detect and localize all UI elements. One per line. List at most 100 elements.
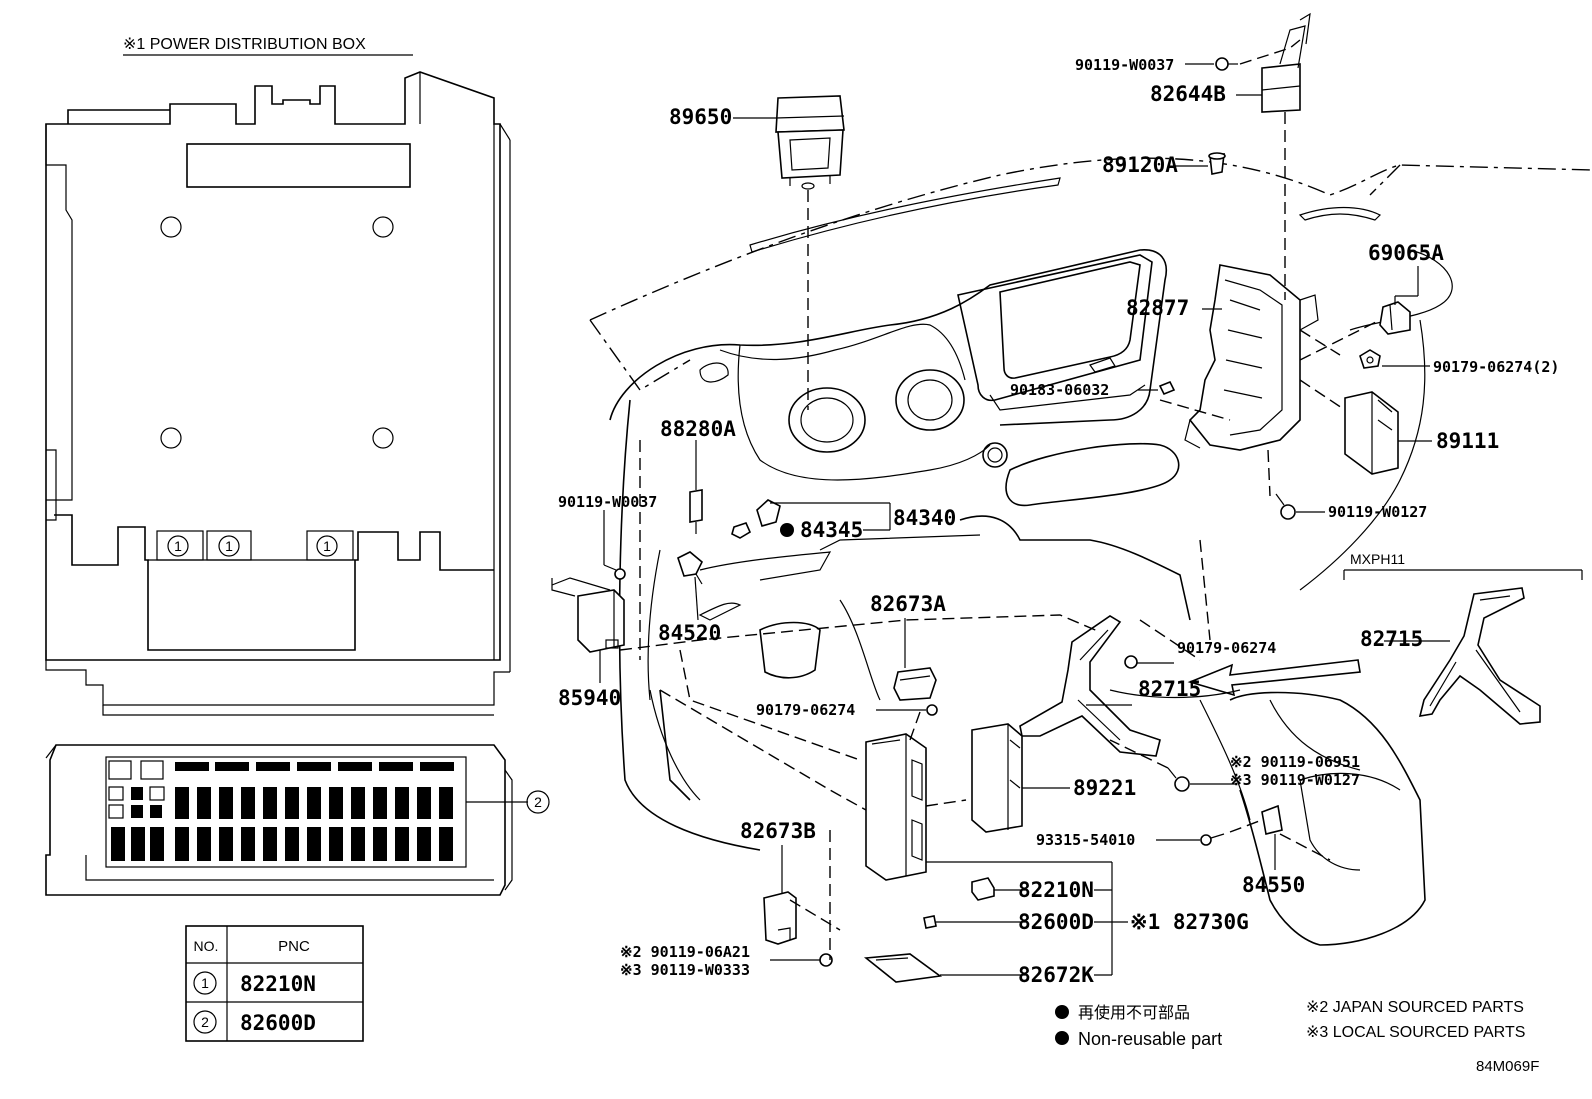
part-82715-mid: [1019, 615, 1161, 757]
fuse-cell: [307, 787, 321, 819]
box-left-clip: [46, 449, 57, 521]
figure-code: 84M069F: [1476, 1058, 1539, 1075]
table-header-no: NO.: [194, 938, 219, 954]
fuse-cell: [285, 827, 299, 861]
mount-hole-1: [160, 216, 182, 238]
part-69065A: [1379, 301, 1411, 335]
fuse-cell: [417, 827, 431, 861]
label-84550: 84550: [1242, 873, 1305, 897]
fuse-slot-1: [156, 530, 204, 561]
fuse-cell: [131, 827, 145, 861]
part-82672K: [863, 953, 943, 983]
label-88280A: 88280A: [660, 417, 736, 441]
legend-note-2: ※2 JAPAN SOURCED PARTS: [1306, 999, 1524, 1016]
label-82715-right: 82715: [1360, 627, 1423, 651]
part-89221: [971, 723, 1023, 833]
box-housing-outline: [45, 71, 501, 661]
connector-section-outline: [54, 514, 494, 651]
part-82673B: [763, 891, 833, 967]
legend-en: Non-reusable part: [1078, 1029, 1222, 1049]
label-90119-06A21: ※2 90119-06A21: [620, 943, 750, 961]
pnc-table: NO. PNC 1 82210N 2 82600D: [185, 925, 364, 1042]
fuse-cell: [197, 827, 211, 861]
label-90179-06274-mid: 90179-06274: [1177, 639, 1276, 657]
fuse-cell: [351, 787, 365, 819]
label-84345: 84345: [800, 518, 863, 542]
part-82673A: [893, 667, 938, 716]
part-93315-54010: [1200, 833, 1225, 846]
fuse-slot-3: [306, 530, 354, 561]
label-mxph11: MXPH11: [1350, 551, 1405, 567]
legend-dot-jp: [1055, 1005, 1069, 1019]
leader-lines: [599, 63, 1583, 976]
fuse-columns: [111, 787, 453, 861]
label-89650: 89650: [669, 105, 732, 129]
svg-text:1: 1: [323, 538, 331, 554]
callout-circle-1b: 1: [218, 535, 240, 557]
box-flange-left: [67, 109, 170, 124]
part-84340: [731, 499, 781, 539]
label-69065A: 69065A: [1368, 241, 1444, 265]
box-base-lip: [102, 705, 494, 716]
label-89221: 89221: [1073, 776, 1136, 800]
fuse-slot-2: [206, 530, 252, 561]
label-90119-W0037-top: 90119-W0037: [1075, 56, 1174, 74]
label-89111: 89111: [1436, 429, 1499, 453]
fuse-cell: [111, 827, 125, 861]
power-distribution-box: ※1 POWER DISTRIBUTION BOX 1 1: [45, 36, 511, 716]
label-90119-W0127-b: ※3 90119-W0127: [1230, 771, 1360, 789]
label-93315-54010: 93315-54010: [1036, 831, 1135, 849]
fuse-cell: [219, 827, 233, 861]
legend-dot-en: [1055, 1031, 1069, 1045]
install-dash-lines: [619, 39, 1381, 960]
legend-note-3: ※3 LOCAL SOURCED PARTS: [1306, 1024, 1525, 1041]
legend-jp: 再使用不可部品: [1078, 1004, 1190, 1022]
fuse-cell: [395, 827, 409, 861]
label-90119-W0127: 90119-W0127: [1328, 503, 1427, 521]
part-89111: [1344, 391, 1399, 475]
fuse-cell: [263, 787, 277, 819]
callout-circle-1c: 1: [316, 535, 338, 557]
mount-hole-3: [160, 427, 182, 449]
label-82715-mid: 82715: [1138, 677, 1201, 701]
table-row-1-no: 1: [201, 975, 209, 991]
callout-circle-2: 2: [526, 790, 550, 814]
label-82877: 82877: [1126, 296, 1189, 320]
label-84520: 84520: [658, 621, 721, 645]
table-row-1-pnc: 82210N: [240, 972, 316, 996]
fuse-cell: [439, 787, 453, 819]
part-90183-06032: [1158, 380, 1176, 396]
fuse-cell: [263, 827, 277, 861]
label-90119-06951: ※2 90119-06951: [1230, 753, 1360, 771]
fuse-cell: [150, 827, 164, 861]
legend: 再使用不可部品 Non-reusable part ※2 JAPAN SOURC…: [1055, 999, 1539, 1075]
label-82673B: 82673B: [740, 819, 816, 843]
fuse-cell: [241, 787, 255, 819]
part-90119-06951: [1167, 767, 1190, 792]
part-84550: [1261, 804, 1283, 835]
fuse-cell: [329, 787, 343, 819]
fuse-cell: [307, 827, 321, 861]
label-84340: 84340: [893, 506, 956, 530]
table-row-2-pnc: 82600D: [240, 1011, 316, 1035]
fuse-cell: [329, 827, 343, 861]
label-90183-06032: 90183-06032: [1010, 381, 1109, 399]
fuse-cell: [241, 827, 255, 861]
part-89650: [775, 95, 845, 190]
label-90179-06274-2: 90179-06274(2): [1433, 358, 1559, 376]
fuse-block: 2: [45, 744, 550, 896]
table-header-pnc: PNC: [278, 938, 310, 955]
part-88280A: [689, 489, 703, 534]
fuse-cell: [219, 787, 233, 819]
label-82730G: ※1 82730G: [1130, 910, 1249, 934]
fuse-cell: [197, 787, 211, 819]
part-labels: 90119-W0037 82644B 89650 89120A 69065A 8…: [558, 56, 1559, 987]
fuse-cell: [285, 787, 299, 819]
part-85940: [551, 568, 626, 653]
part-82210N: [971, 877, 995, 901]
part-90179-06274-2: [1359, 349, 1381, 369]
fuse-cell: [439, 827, 453, 861]
table-row-2-circle: [193, 1010, 217, 1034]
